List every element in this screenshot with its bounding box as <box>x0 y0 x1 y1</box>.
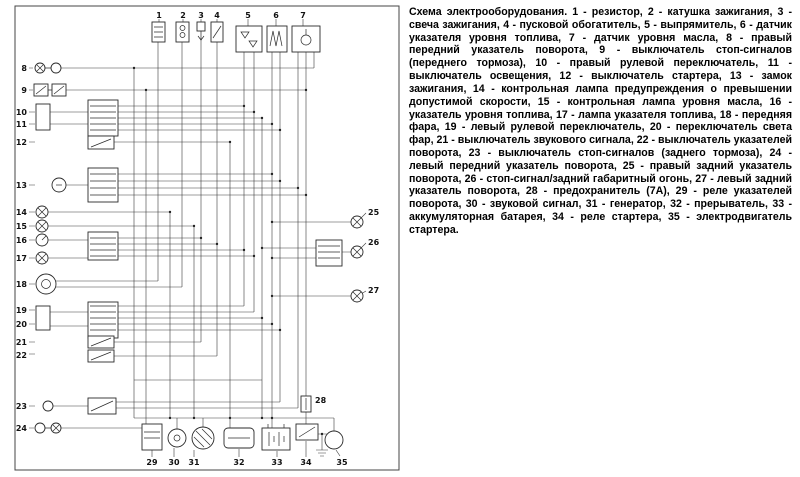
component-label: 11 <box>16 120 28 129</box>
component-label: 10 <box>16 108 28 117</box>
oil-level-lamp-15 <box>35 219 49 233</box>
wires <box>29 19 367 457</box>
component-label: 22 <box>16 351 27 360</box>
fuel-sender-6 <box>266 25 288 53</box>
component-label: 16 <box>16 236 28 245</box>
component-label: 6 <box>273 11 279 20</box>
battery-33 <box>261 424 291 451</box>
component-label: 21 <box>16 338 28 347</box>
component-label: 25 <box>368 208 380 217</box>
component-label: 26 <box>368 238 380 247</box>
starter-relay-34 <box>295 423 319 441</box>
component-label: 30 <box>168 458 180 467</box>
fuel-gauge-16 <box>35 233 49 247</box>
component-label: 24 <box>16 424 28 433</box>
starter-switch-12 <box>87 135 115 150</box>
left-handlebar-switch-19-20 <box>35 301 119 339</box>
component-label: 27 <box>368 286 379 295</box>
wiring-diagram: 1 2 3 4 5 6 7 8 9 10 11 12 13 14 15 16 1… <box>14 5 400 471</box>
front-left-turn-signal-24 <box>34 422 62 434</box>
component-label: 5 <box>245 11 251 20</box>
tail-stop-light-26 <box>315 239 364 267</box>
component-label: 20 <box>16 320 28 329</box>
starter-motor-35 <box>324 430 344 450</box>
component-symbols <box>33 21 364 451</box>
component-label: 8 <box>21 64 27 73</box>
horn-30 <box>167 428 187 448</box>
front-right-turn-signal-8 <box>34 62 62 74</box>
component-label: 34 <box>300 458 312 467</box>
rear-brake-switch-23 <box>42 397 117 415</box>
component-label: 3 <box>198 11 204 20</box>
component-label: 7 <box>300 11 306 20</box>
component-label: 32 <box>233 458 244 467</box>
fuse-28 <box>300 395 312 413</box>
component-label: 1 <box>156 11 162 20</box>
oil-sensor-7 <box>291 25 321 53</box>
headlight-18 <box>35 273 57 295</box>
speed-warning-lamp-14 <box>35 205 49 219</box>
component-label: 17 <box>16 254 27 263</box>
component-label: 23 <box>16 402 27 411</box>
component-label: 4 <box>214 11 220 20</box>
front-brake-switch-9 <box>33 83 67 97</box>
resistor-1 <box>151 21 166 43</box>
component-label: 31 <box>188 458 200 467</box>
component-label: 28 <box>315 396 327 405</box>
horn-switch-21 <box>87 335 115 349</box>
component-label: 9 <box>21 86 27 95</box>
rear-right-turn-signal-25 <box>350 215 364 229</box>
rear-left-turn-signal-27 <box>350 289 364 303</box>
component-label: 18 <box>16 280 28 289</box>
generator-31 <box>191 426 215 450</box>
component-label: 14 <box>16 208 28 217</box>
wiring-diagram-pane: 1 2 3 4 5 6 7 8 9 10 11 12 13 14 15 16 1… <box>14 5 400 471</box>
rectifier-5 <box>235 25 263 53</box>
legend-text: Схема электрооборудования. 1 - резистор,… <box>409 6 792 236</box>
component-label: 19 <box>16 306 28 315</box>
fuel-gauge-lamp-17 <box>35 251 49 265</box>
diagram-frame <box>14 5 400 471</box>
component-label: 35 <box>336 458 348 467</box>
turn-relay-29 <box>141 423 163 451</box>
component-label: 15 <box>16 222 28 231</box>
turn-signal-switch-22 <box>87 349 115 363</box>
right-handlebar-switch-10-11 <box>35 99 119 137</box>
instrument-connector-16-17 <box>87 231 119 261</box>
component-label: 12 <box>16 138 27 147</box>
spark-plug-3 <box>196 21 206 41</box>
junction-dots <box>132 66 324 436</box>
breaker-32 <box>223 427 255 449</box>
legend-pane: Схема электрооборудования. 1 - резистор,… <box>405 0 800 477</box>
component-label: 33 <box>271 458 282 467</box>
component-labels: 1 2 3 4 5 6 7 8 9 10 11 12 13 14 15 16 1… <box>16 11 380 467</box>
ignition-coil-2 <box>175 21 190 43</box>
component-label: 13 <box>16 181 27 190</box>
component-label: 29 <box>146 458 158 467</box>
component-label: 2 <box>180 11 186 20</box>
choke-4 <box>210 21 224 43</box>
ignition-switch-13 <box>51 167 119 203</box>
